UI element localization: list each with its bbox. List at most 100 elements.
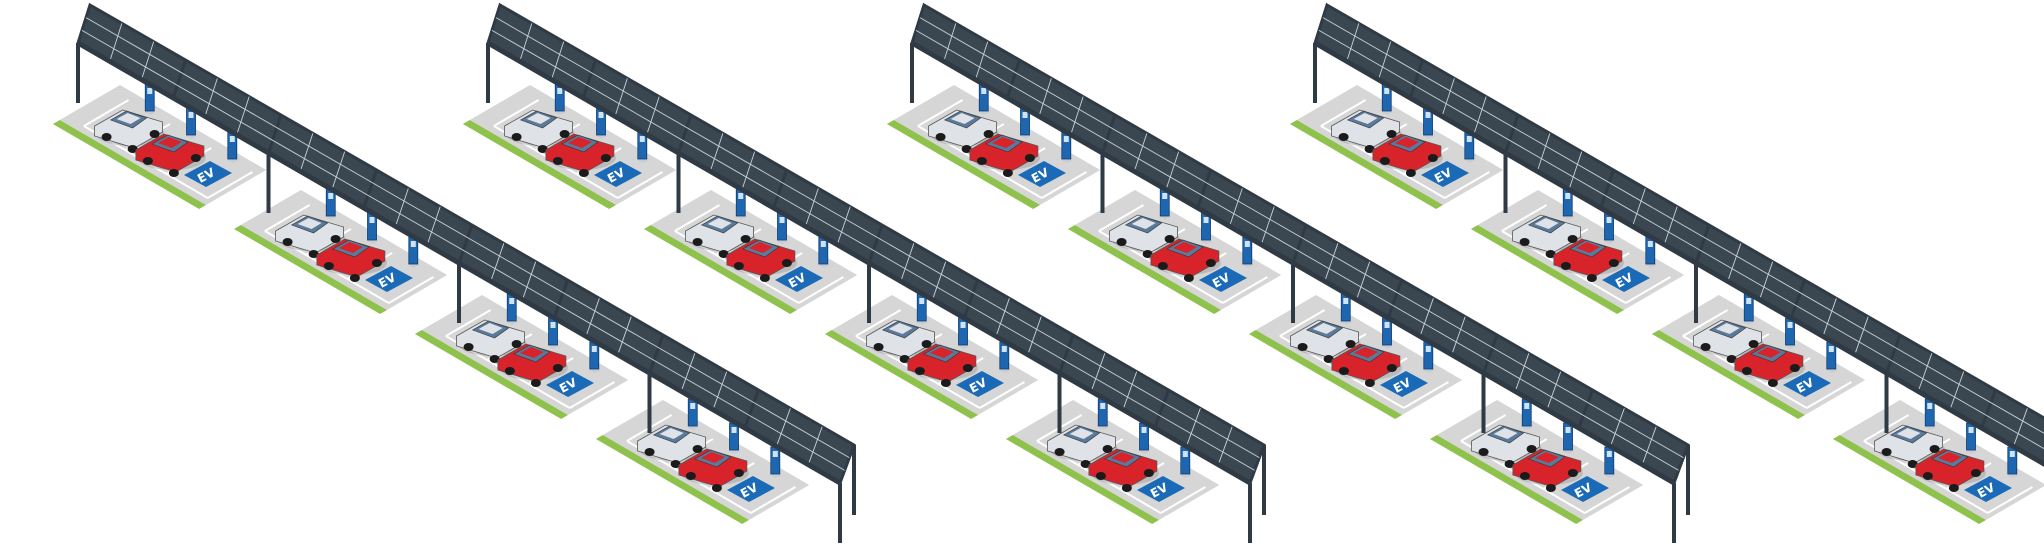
car-wheel bbox=[1907, 460, 1918, 468]
grass-strip bbox=[1248, 330, 1402, 419]
carport-module: EV bbox=[414, 293, 629, 419]
car-wheel bbox=[1183, 274, 1194, 282]
solar-panel-gridline bbox=[943, 23, 957, 62]
car-silver bbox=[1047, 424, 1118, 468]
car-roof bbox=[567, 137, 592, 148]
bay-line bbox=[1160, 486, 1206, 514]
grass-strip bbox=[1470, 225, 1624, 314]
solar-panel-gridline bbox=[1153, 389, 1170, 429]
solar-panel-gridline bbox=[617, 316, 632, 355]
charger bbox=[1138, 422, 1151, 454]
car-wheel bbox=[1080, 460, 1091, 468]
solar-panel-gridline bbox=[1196, 169, 1212, 209]
charger-screen bbox=[229, 136, 235, 142]
charger bbox=[769, 446, 782, 478]
carport-module: EV bbox=[1429, 398, 1644, 524]
ev-parking-sign: EV bbox=[546, 371, 594, 397]
charger-screen bbox=[1968, 427, 1974, 433]
car-roof bbox=[1896, 428, 1921, 439]
charger-screen bbox=[820, 241, 826, 247]
solar-panel-gridline bbox=[741, 151, 756, 190]
solar-panel-gridline bbox=[1322, 17, 2044, 434]
car-wheel bbox=[921, 340, 932, 348]
car-roof bbox=[1575, 242, 1600, 253]
solar-panel-gridline bbox=[109, 23, 123, 62]
car-wheel bbox=[1345, 340, 1356, 348]
car-silver bbox=[928, 109, 999, 153]
solar-panel-gridline bbox=[836, 206, 851, 245]
solar-panel-gridline bbox=[648, 334, 665, 374]
charger bbox=[1603, 446, 1616, 478]
car-silver bbox=[1693, 319, 1764, 363]
bay-line bbox=[1320, 99, 1367, 127]
solar-panel-gridline bbox=[932, 261, 947, 300]
charger-screen bbox=[591, 346, 597, 352]
solar-panel-gridline bbox=[1229, 188, 1243, 227]
car-roof bbox=[888, 323, 913, 334]
solar-panel-gridline bbox=[1165, 151, 1180, 190]
ev-sign-plate bbox=[184, 161, 232, 187]
car-roof bbox=[1493, 428, 1518, 439]
car-wheel bbox=[1929, 445, 1940, 453]
car-wheel bbox=[1526, 445, 1537, 453]
car-roof bbox=[1756, 347, 1781, 358]
solar-panel-gridline bbox=[680, 353, 696, 392]
car-wheel bbox=[1142, 250, 1153, 258]
solar-panel-gridline bbox=[1504, 114, 1520, 154]
charger bbox=[2006, 446, 2019, 478]
car-roof bbox=[116, 113, 141, 124]
car-silver bbox=[866, 319, 937, 363]
car-wheel bbox=[1364, 145, 1375, 153]
car-wheel bbox=[1922, 472, 1933, 480]
car-red bbox=[545, 133, 616, 177]
grass-strip bbox=[52, 120, 206, 209]
car-roof bbox=[950, 113, 975, 124]
charger bbox=[1422, 341, 1435, 373]
car-roof bbox=[748, 242, 773, 253]
car-wheel bbox=[190, 154, 201, 162]
car-wheel bbox=[282, 238, 293, 246]
charger-screen bbox=[1384, 88, 1390, 94]
charger-screen bbox=[1606, 217, 1612, 223]
charger-screen bbox=[1141, 427, 1147, 433]
solar-panel-gridline bbox=[1727, 243, 1742, 282]
charger-screen bbox=[1565, 193, 1571, 199]
car-silver bbox=[456, 319, 527, 363]
car-roof bbox=[526, 113, 551, 124]
charger-screen bbox=[1244, 241, 1250, 247]
bay-line bbox=[1098, 204, 1145, 232]
bay-line bbox=[617, 171, 663, 199]
bay-line bbox=[493, 99, 540, 127]
car-wheel bbox=[511, 340, 522, 348]
solar-panel-gridline bbox=[1568, 151, 1583, 190]
solar-panel-gridline bbox=[1789, 279, 1806, 319]
charger-screen bbox=[1787, 322, 1793, 328]
car-roof bbox=[1172, 242, 1197, 253]
charger-screen bbox=[772, 451, 778, 457]
car-wheel bbox=[323, 262, 334, 270]
solar-panel-gridline bbox=[1186, 408, 1201, 447]
charger bbox=[916, 293, 929, 325]
car-silver bbox=[1331, 109, 1402, 153]
solar-panel-gridline bbox=[171, 59, 187, 99]
car-wheel bbox=[962, 364, 973, 372]
ev-parking-sign: EV bbox=[184, 161, 232, 187]
car-roof bbox=[519, 347, 544, 358]
grass-strip bbox=[462, 120, 616, 209]
solar-panel-gridline bbox=[1949, 371, 1965, 410]
solar-panel-gridline bbox=[1482, 334, 1499, 374]
carport-module: EV bbox=[824, 293, 1039, 419]
ev-parking-sign: EV bbox=[1561, 476, 1609, 502]
solar-panel-gridline bbox=[519, 23, 533, 62]
grass-strip bbox=[414, 330, 568, 419]
solar-panel-gridline bbox=[299, 133, 314, 172]
car-wheel bbox=[940, 379, 951, 387]
charger-screen bbox=[639, 136, 645, 142]
carport-module: EV bbox=[1832, 398, 2044, 524]
car-red bbox=[1512, 448, 1583, 492]
solar-panel-gridline bbox=[1260, 206, 1275, 245]
car-roof bbox=[659, 428, 684, 439]
ev-sign-plate bbox=[1964, 476, 2012, 502]
